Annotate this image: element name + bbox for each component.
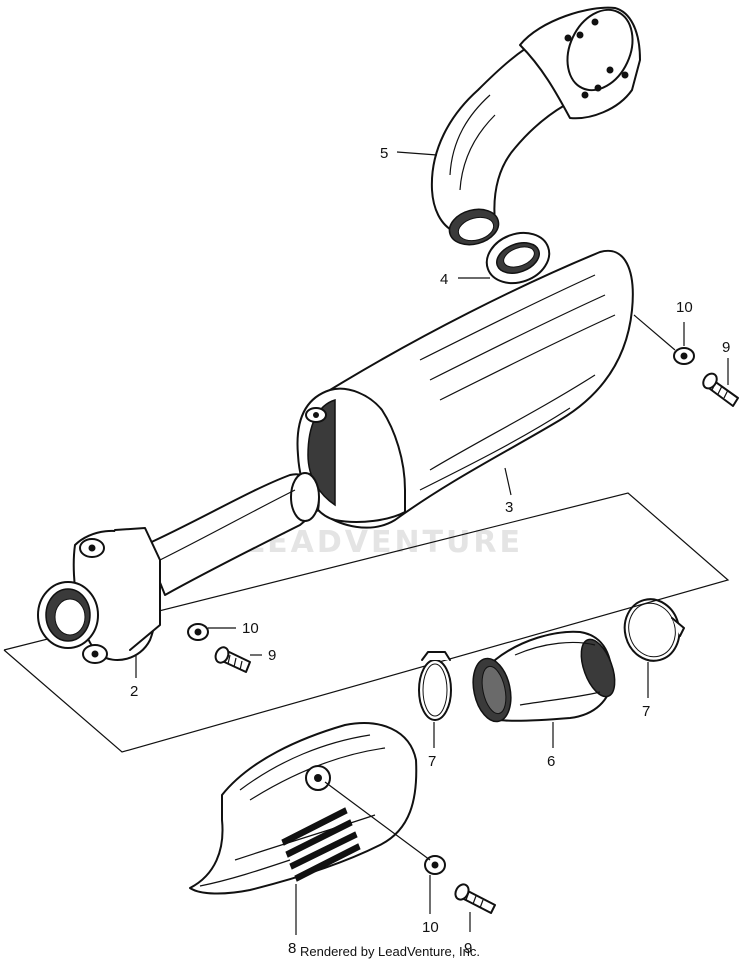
part-10-washer-upper-right [673, 347, 695, 365]
assembly-outline [3, 492, 730, 753]
leader-lines [135, 151, 729, 935]
label-part-9-upper: 9 [722, 339, 730, 356]
label-part-9-bottom: 9 [464, 940, 472, 957]
label-part-9-left: 9 [268, 647, 276, 664]
part-3-muffler [296, 249, 634, 529]
part-7-clamp-right [623, 598, 685, 662]
label-part-5: 5 [380, 145, 388, 162]
part-10-washer-lower-left [187, 623, 209, 641]
part-4-gasket [485, 231, 551, 285]
label-part-3: 3 [505, 499, 513, 516]
label-part-8: 8 [288, 940, 296, 957]
label-part-6: 6 [547, 753, 555, 770]
part-2-header-pipe [37, 472, 320, 664]
label-part-10-bottom: 10 [422, 919, 439, 936]
footer-credit: Rendered by LeadVenture, Inc. [300, 944, 480, 959]
part-9-bolt-upper-right [702, 372, 739, 407]
label-part-10-upper: 10 [676, 299, 693, 316]
part-7-clamp-left [418, 651, 452, 721]
part-9-bolt-bottom [454, 883, 496, 914]
part-8-heat-shield [189, 722, 418, 895]
part-10-washer-bottom [424, 855, 446, 875]
label-part-7-right: 7 [642, 703, 650, 720]
part-6-rubber-joint [472, 630, 616, 723]
part-9-bolt-lower-left [214, 646, 251, 673]
label-part-10-left: 10 [242, 620, 259, 637]
label-part-2: 2 [130, 683, 138, 700]
label-part-7-left: 7 [428, 753, 436, 770]
part-5-elbow-pipe [430, 6, 641, 246]
label-part-4: 4 [440, 271, 448, 288]
